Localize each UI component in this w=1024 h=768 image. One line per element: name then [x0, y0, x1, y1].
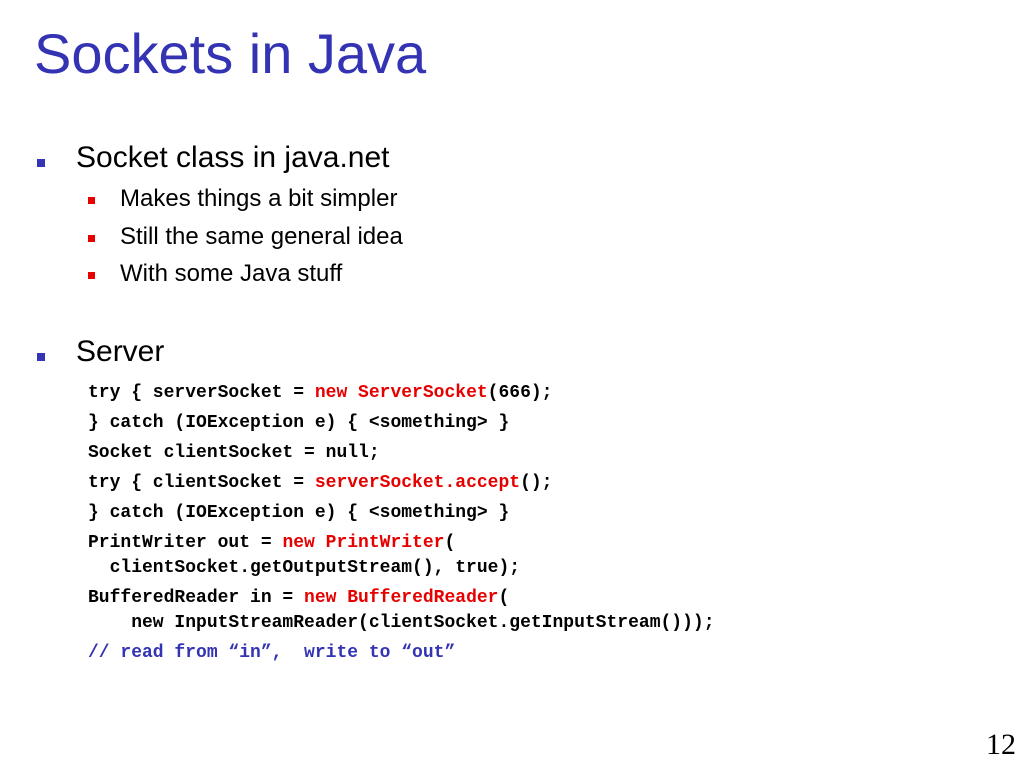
sub-bullet-marker-square-icon	[88, 197, 95, 204]
code-line: try { serverSocket = new ServerSocket(66…	[88, 383, 553, 403]
code-line: } catch (IOException e) { <something> }	[88, 503, 510, 523]
bullet-server: Server	[76, 335, 165, 368]
sub-bullet-marker-square-icon	[88, 272, 95, 279]
sub-bullet-marker-square-icon	[88, 235, 95, 242]
code-line: try { clientSocket = serverSocket.accept…	[88, 473, 553, 493]
code-block: try { serverSocket = new ServerSocket(66…	[88, 378, 715, 668]
bullet-marker-square-icon	[37, 353, 45, 361]
code-line: } catch (IOException e) { <something> }	[88, 413, 510, 433]
bullet-socket-class: Socket class in java.net	[76, 141, 390, 174]
code-highlight: serverSocket.accept	[314, 473, 521, 493]
code-line: clientSocket.getOutputStream(), true);	[88, 558, 521, 578]
page-number: 12	[986, 728, 1016, 761]
code-comment: // read from “in”, write to “out”	[88, 643, 456, 663]
sub-bullet-java-stuff: With some Java stuff	[120, 260, 343, 287]
bullet-marker-square-icon	[37, 159, 45, 167]
sub-bullet-same-idea: Still the same general idea	[120, 223, 403, 250]
code-line: new InputStreamReader(clientSocket.getIn…	[88, 613, 715, 633]
code-highlight: new PrintWriter	[282, 533, 445, 553]
code-line: Socket clientSocket = null;	[88, 443, 380, 463]
sub-bullet-simpler: Makes things a bit simpler	[120, 185, 398, 212]
code-line: PrintWriter out = new PrintWriter(	[88, 533, 456, 553]
code-highlight: new BufferedReader	[304, 588, 499, 608]
slide-title: Sockets in Java	[34, 22, 427, 85]
code-highlight: new ServerSocket	[314, 383, 488, 403]
code-line: BufferedReader in = new BufferedReader(	[88, 588, 510, 608]
